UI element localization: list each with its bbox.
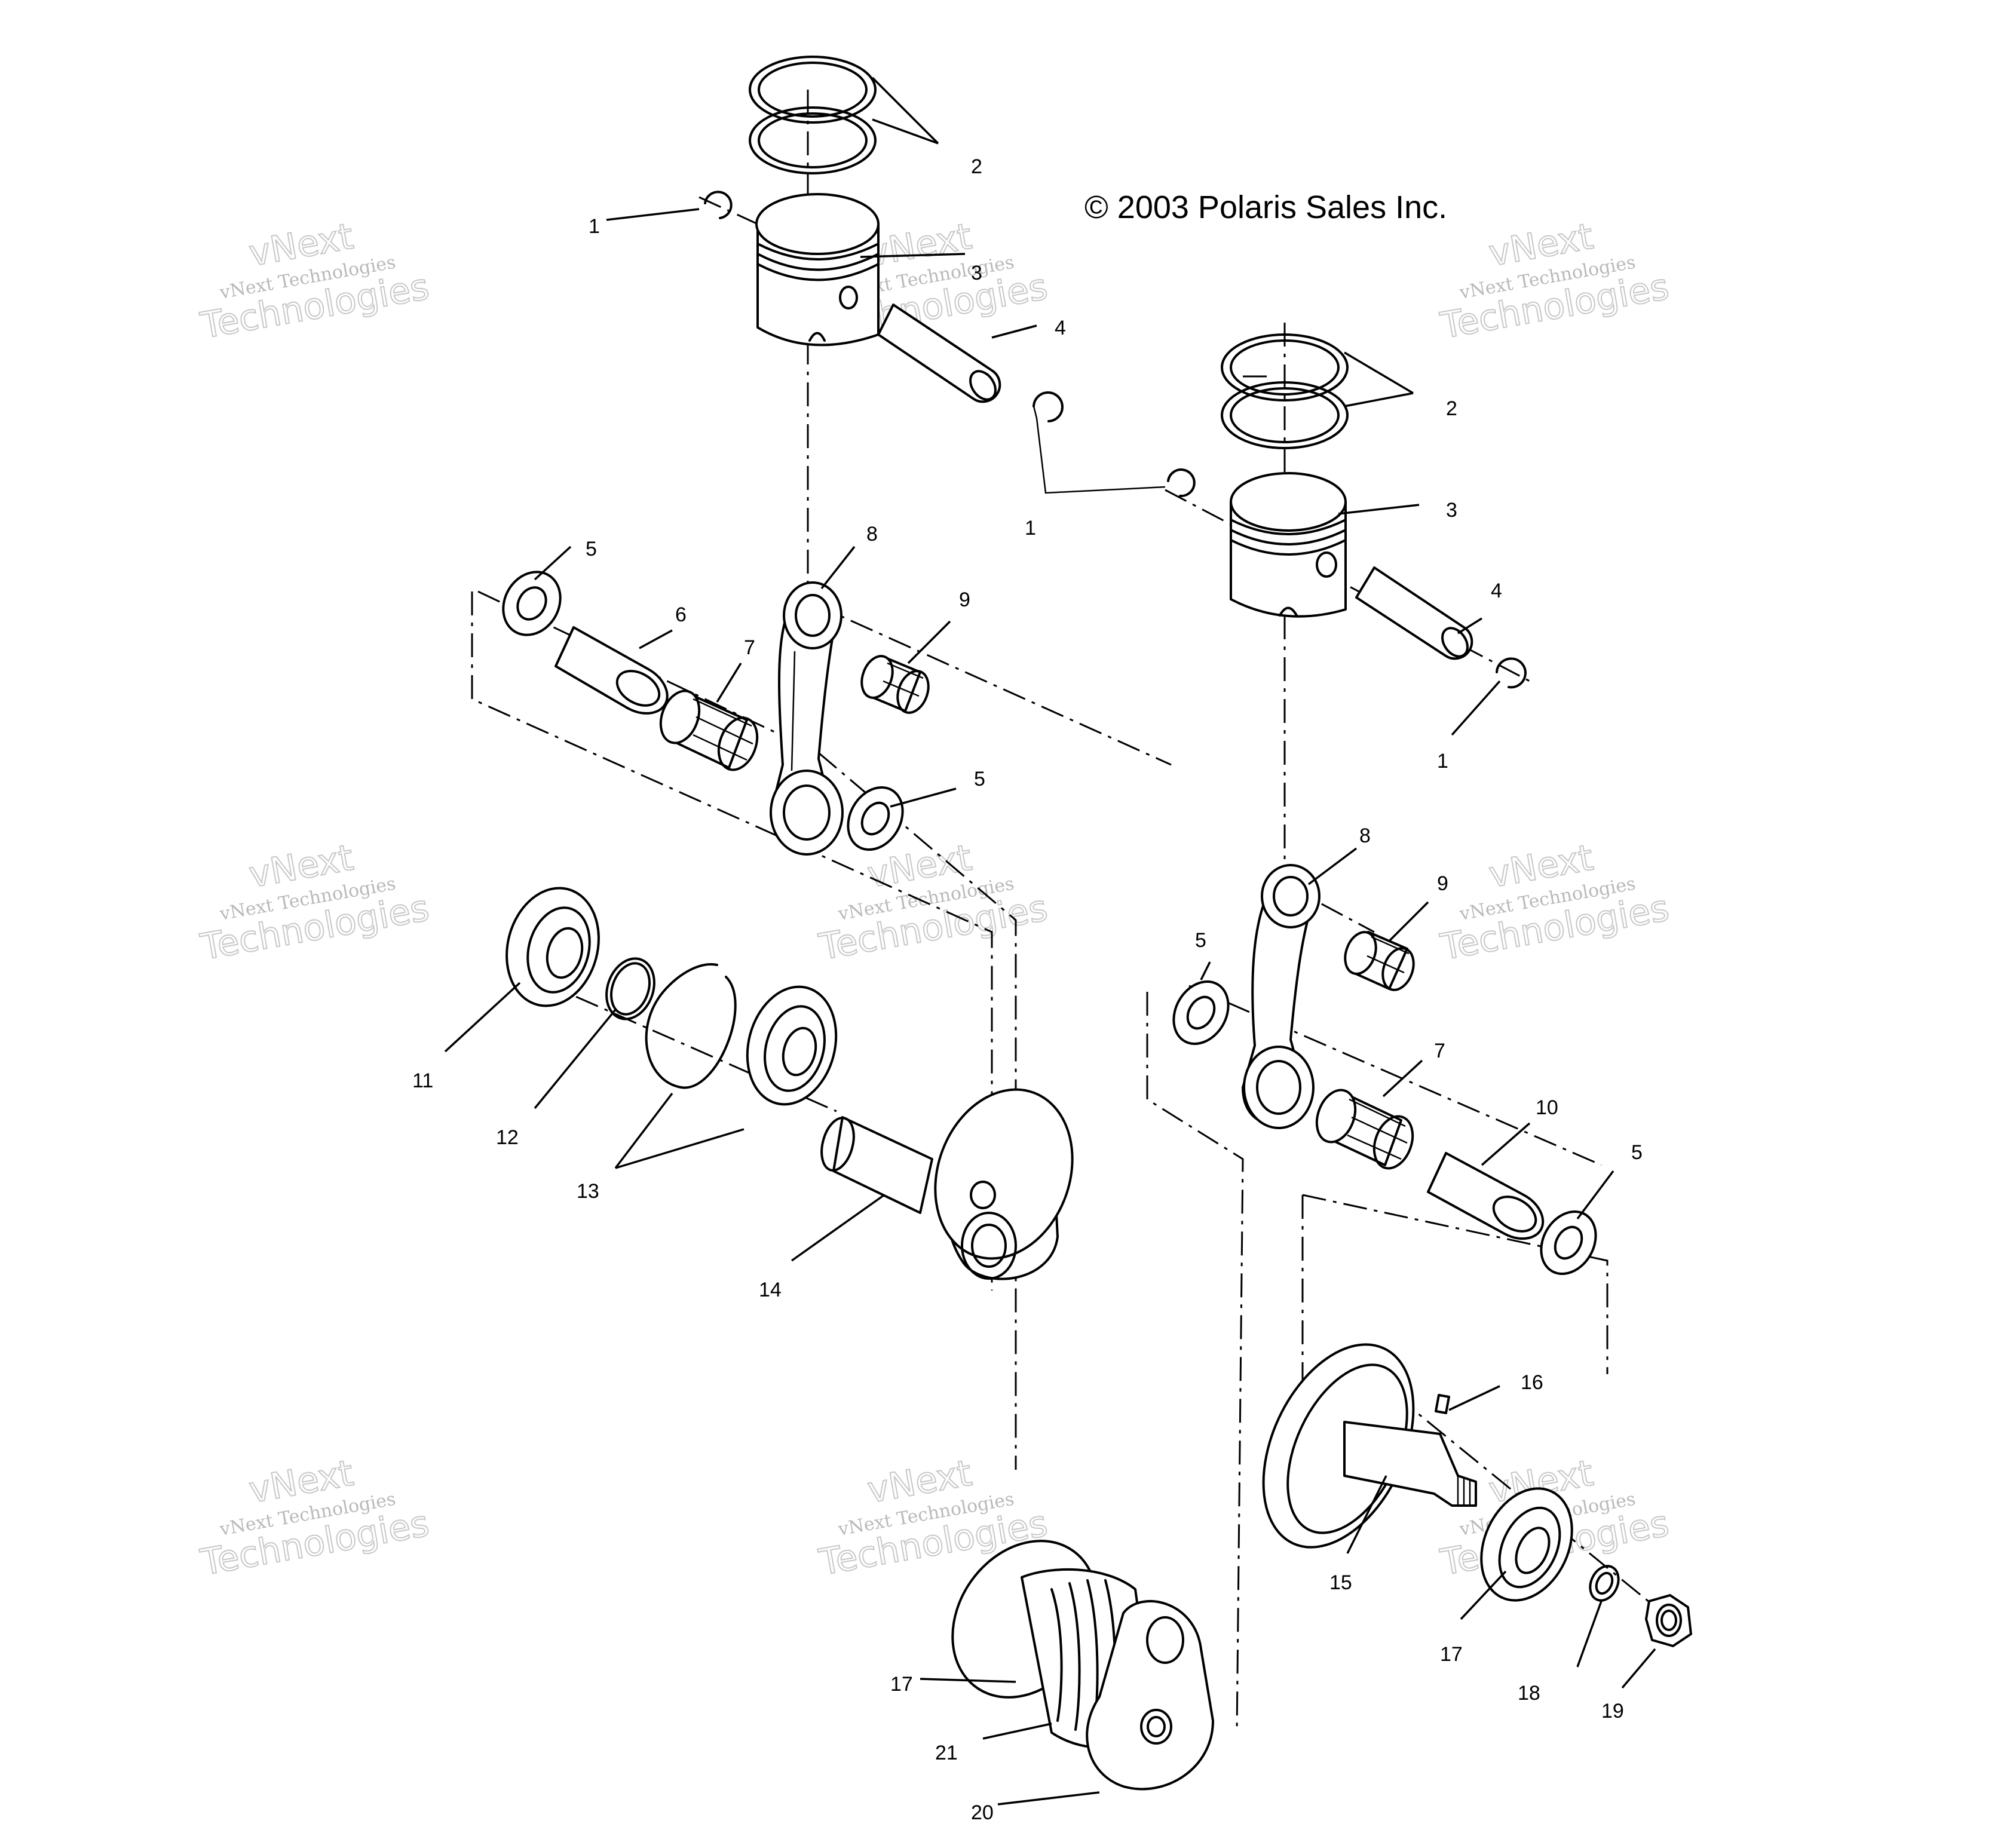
- callout-label: 12: [496, 1126, 519, 1149]
- callout-label: 8: [1359, 824, 1371, 847]
- callout-label: 10: [1536, 1096, 1558, 1119]
- callout-label: 5: [1195, 929, 1206, 952]
- lock-washer-18: [1589, 1565, 1620, 1602]
- callout-label: 7: [1434, 1040, 1445, 1062]
- crank-half-14: [820, 1088, 1074, 1280]
- needle-bearing-7-left: [659, 689, 759, 771]
- small-end-bearing-9-left: [860, 655, 930, 714]
- callout-label: 2: [971, 155, 982, 178]
- callout-label: 17: [890, 1673, 913, 1696]
- watermark: vNext vNext Technologies Technologies: [197, 215, 433, 348]
- callout-label: 14: [759, 1279, 782, 1301]
- callout-label: 7: [744, 636, 755, 659]
- nut-19: [1645, 1594, 1692, 1647]
- piston-left: [755, 193, 880, 347]
- callout-leaders: [444, 76, 1656, 1806]
- wrist-pin-right: [1355, 566, 1473, 660]
- small-end-bearing-9-right: [1344, 931, 1415, 991]
- needle-bearing-7-right: [1315, 1089, 1414, 1170]
- wrist-pin-left: [877, 304, 1001, 403]
- watermark: vNext vNext Technologies Technologies: [815, 836, 1051, 969]
- piston-ring-bottom-right: [1221, 381, 1349, 449]
- snap-ring-13: [645, 963, 737, 1089]
- watermark: vNext vNext Technologies Technologies: [1436, 215, 1672, 348]
- callout-label: 16: [1521, 1371, 1543, 1394]
- callout-label: 17: [1440, 1643, 1463, 1666]
- thrust-washer-5-upper: [502, 571, 562, 636]
- crank-pin-10: [1427, 1152, 1545, 1240]
- circlip-4-left: [1032, 391, 1166, 494]
- crank-half-15: [1262, 1343, 1477, 1549]
- callout-label: 1: [589, 215, 600, 238]
- callout-label: 2: [1446, 397, 1457, 420]
- callout-label: 3: [971, 262, 982, 284]
- callout-label: 3: [1446, 499, 1457, 522]
- crank-pin-6: [554, 626, 669, 715]
- callout-label: 9: [959, 588, 970, 611]
- piston-ring-top-left: [749, 56, 877, 124]
- main-bearing-11: [505, 887, 600, 1007]
- watermark: vNext vNext Technologies Technologies: [197, 1452, 433, 1584]
- thrust-washer-5-right-upper: [1172, 980, 1230, 1046]
- callout-label: 1: [1025, 517, 1036, 540]
- circlip-1-left: [704, 191, 733, 219]
- callout-label: 13: [577, 1180, 599, 1203]
- callout-label: 8: [866, 523, 878, 545]
- copyright-notice: © 2003 Polaris Sales Inc.: [1084, 189, 1447, 225]
- callout-label: 18: [1518, 1682, 1540, 1705]
- piston-right: [1230, 472, 1347, 618]
- callout-label: 1: [1437, 750, 1448, 773]
- circlip-1-right-a: [1167, 468, 1196, 498]
- callout-label: 4: [1491, 580, 1502, 602]
- thrust-washer-5-right-lower: [1540, 1210, 1597, 1276]
- callout-label: 11: [412, 1069, 433, 1092]
- watermark: vNext vNext Technologies Technologies: [1436, 836, 1672, 969]
- callout-label: 4: [1055, 317, 1066, 339]
- callout-label: 19: [1601, 1700, 1624, 1722]
- callout-label: 15: [1329, 1571, 1352, 1594]
- connecting-rod-8-right: [1242, 864, 1320, 1129]
- callout-label: 5: [974, 768, 985, 790]
- callout-labels: 1 2 3 4 2 3 1 4 1 5 6 7 8 9 5 8 9 5 7 10…: [412, 155, 1643, 1824]
- bearing-13: [746, 985, 838, 1106]
- thrust-washer-5-lower: [847, 786, 904, 851]
- crankshaft-assembly-20: [951, 1540, 1214, 1791]
- callout-label: 5: [586, 538, 597, 560]
- circlip-1-right-b: [1496, 657, 1527, 689]
- watermark: vNext vNext Technologies Technologies: [197, 836, 433, 969]
- piston-ring-top-right: [1221, 333, 1349, 401]
- callout-label: 20: [971, 1801, 994, 1824]
- callout-label: 6: [675, 603, 687, 626]
- retaining-ring-12: [605, 957, 655, 1020]
- callout-label: 5: [1631, 1141, 1643, 1164]
- connecting-rod-8-left: [770, 581, 844, 856]
- callout-label: 9: [1437, 872, 1448, 895]
- callout-label: 21: [935, 1742, 958, 1764]
- woodruff-key-16: [1435, 1394, 1450, 1414]
- piston-ring-bottom-left: [749, 106, 877, 174]
